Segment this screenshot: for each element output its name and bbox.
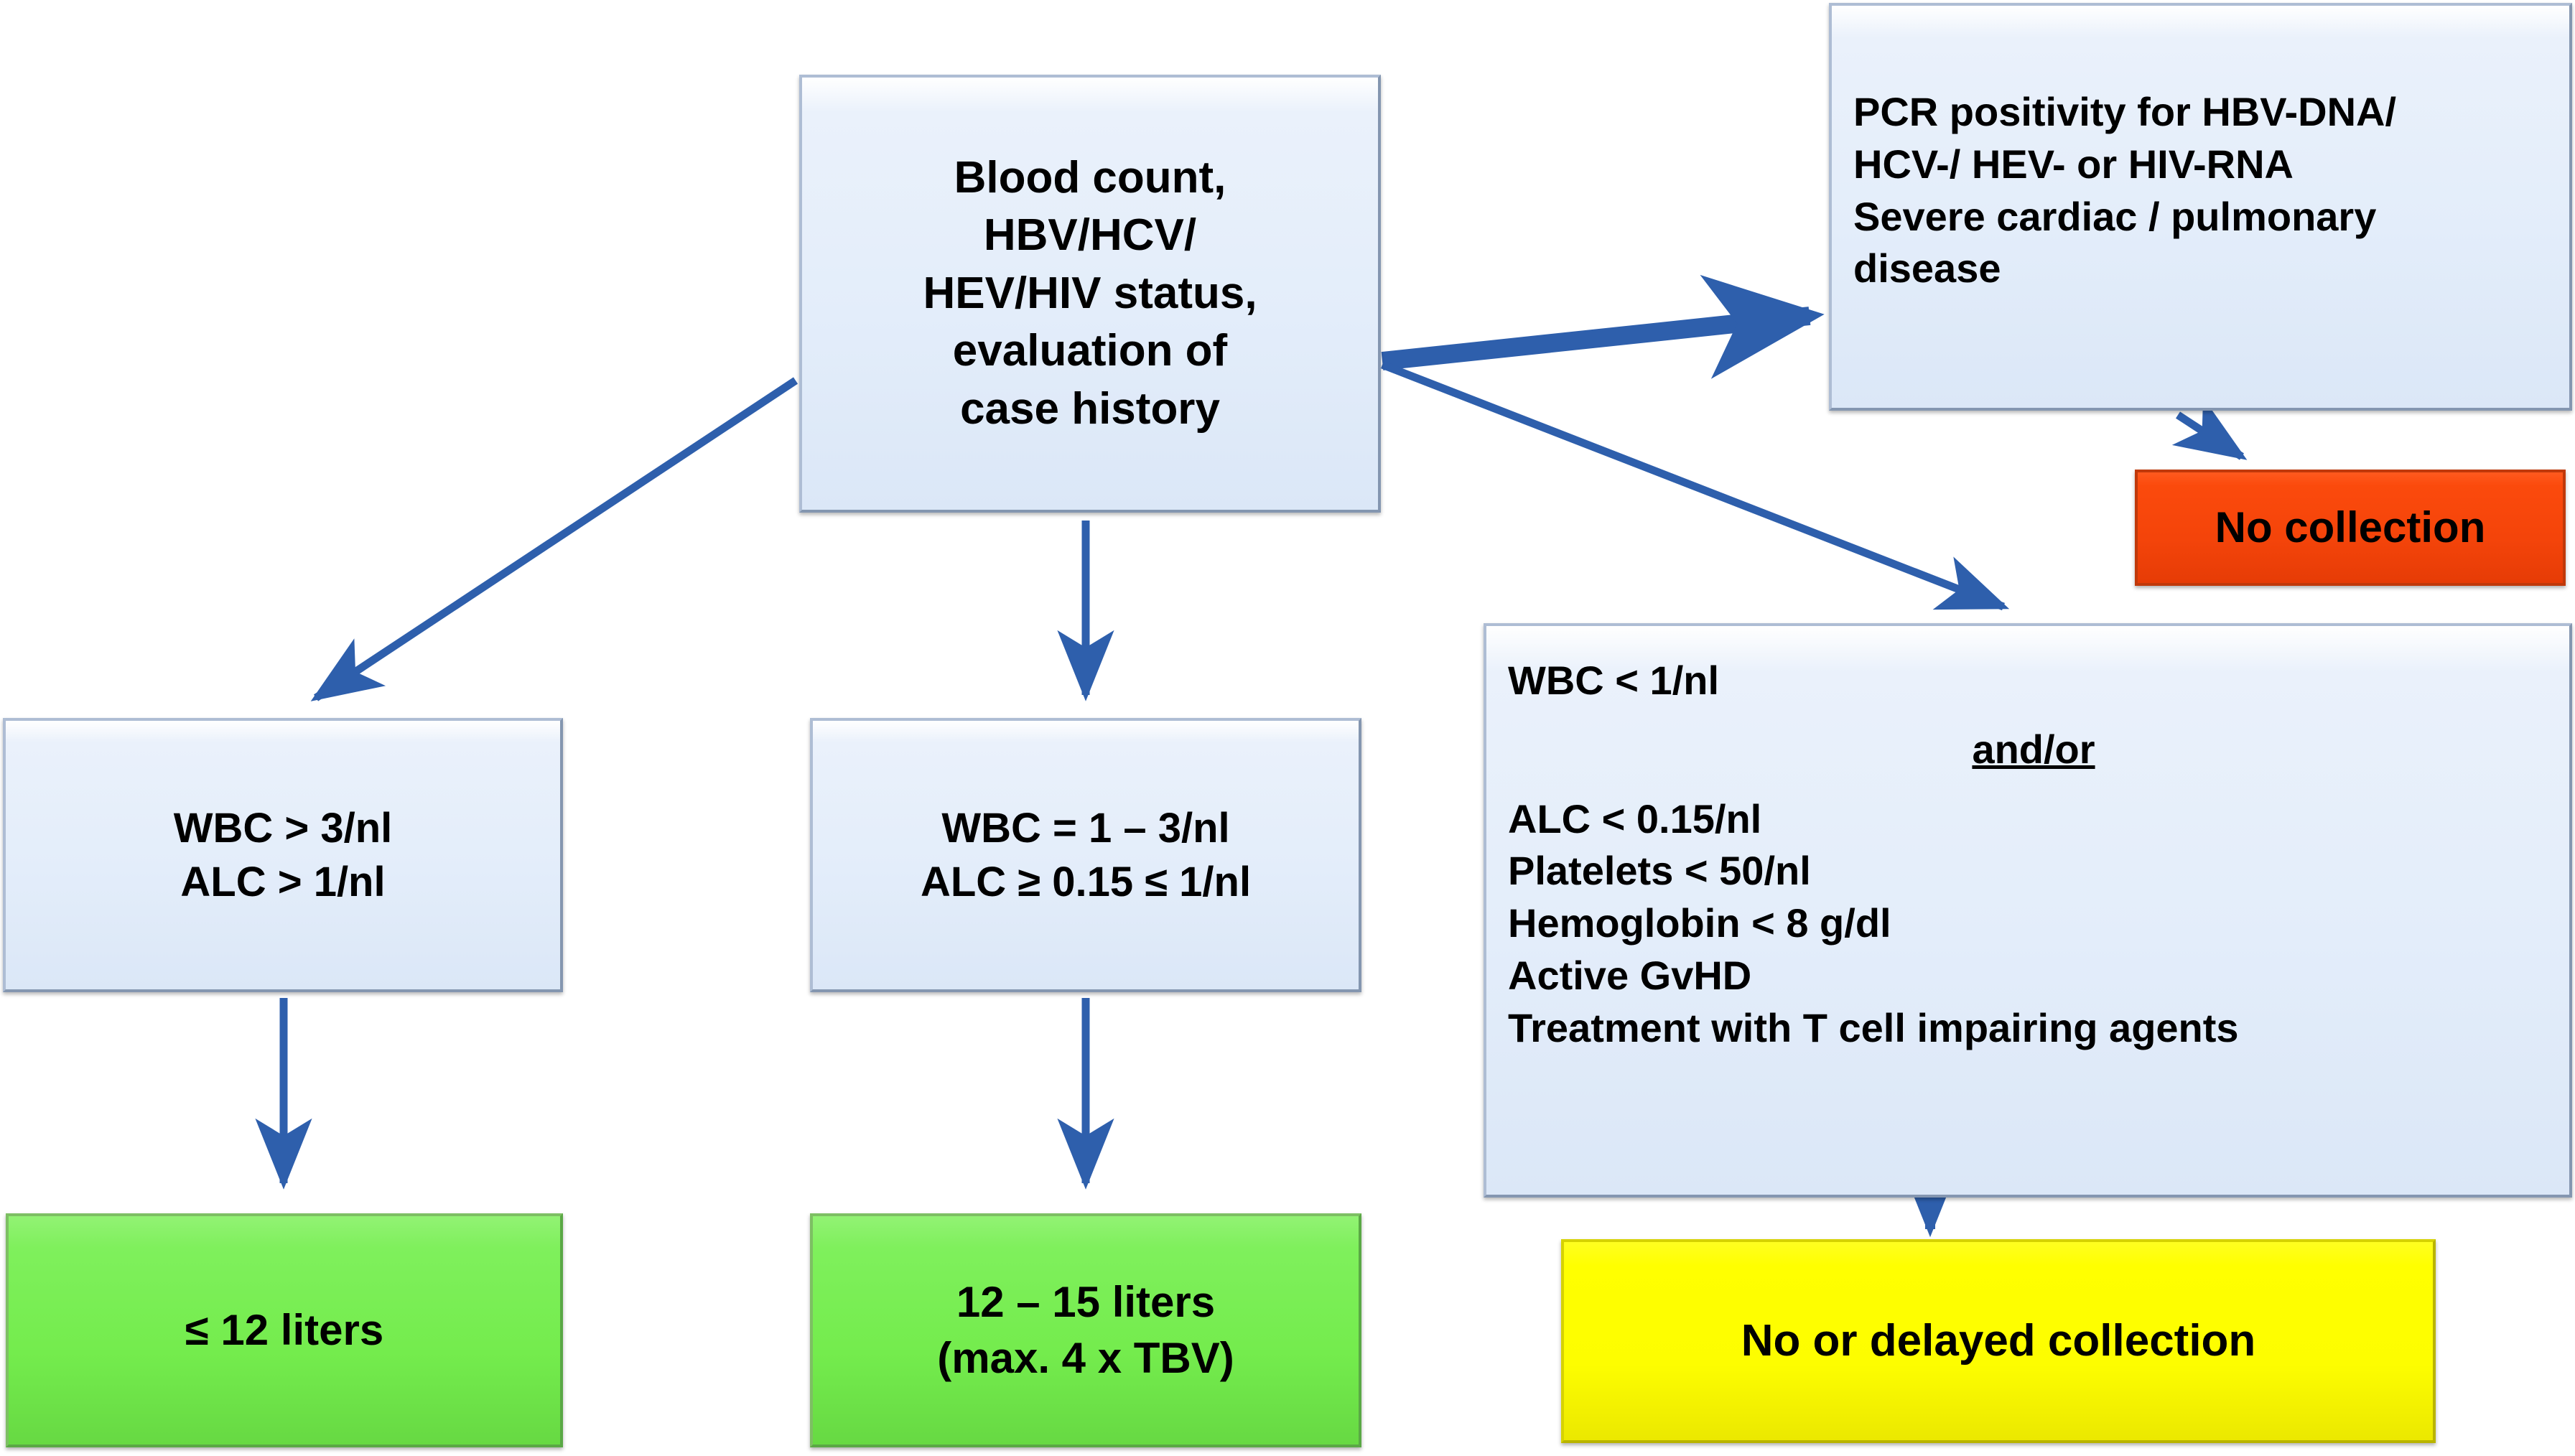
wbc-low-criterion-2: Hemoglobin < 8 g/dl xyxy=(1508,900,1891,946)
wbc-mid-label: WBC = 1 – 3/nl ALC ≥ 0.15 ≤ 1/nl xyxy=(920,804,1252,905)
volume-12-node[interactable]: ≤ 12 liters xyxy=(6,1213,563,1447)
edge-start-to-exclusion xyxy=(1381,274,1825,379)
blood-count-label: Blood count, HBV/HCV/ HEV/HIV status, ev… xyxy=(923,152,1257,434)
pcr-exclusion-label: PCR positivity for HBV-DNA/ HCV-/ HEV- o… xyxy=(1853,89,2397,291)
wbc-low-criterion-3: Active GvHD xyxy=(1508,953,1752,999)
wbc-mid-node[interactable]: WBC = 1 – 3/nl ALC ≥ 0.15 ≤ 1/nl xyxy=(810,718,1361,992)
no-collection-node[interactable]: No collection xyxy=(2135,470,2566,586)
wbc-low-criterion-0: ALC < 0.15/nl xyxy=(1508,795,1762,841)
edge-start-to-wbc-high xyxy=(310,377,798,701)
wbc-high-label: WBC > 3/nl ALC > 1/nl xyxy=(173,804,393,905)
wbc-low-criterion-4: Treatment with T cell impairing agents xyxy=(1508,1004,2239,1050)
volume-12-label: ≤ 12 liters xyxy=(185,1306,384,1354)
wbc-low-node[interactable]: WBC < 1/nl and/or ALC < 0.15/nl Platelet… xyxy=(1484,623,2572,1198)
wbc-low-first-line: WBC < 1/nl xyxy=(1508,658,1720,703)
wbc-low-criterion-1: Platelets < 50/nl xyxy=(1508,848,1811,894)
volume-12-15-node[interactable]: 12 – 15 liters (max. 4 x TBV) xyxy=(810,1213,1361,1447)
no-collection-label: No collection xyxy=(2215,503,2486,551)
no-or-delayed-collection-node[interactable]: No or delayed collection xyxy=(1561,1239,2436,1443)
pcr-exclusion-node[interactable]: PCR positivity for HBV-DNA/ HCV-/ HEV- o… xyxy=(1829,3,2572,411)
blood-count-node[interactable]: Blood count, HBV/HCV/ HEV/HIV status, ev… xyxy=(799,75,1381,513)
volume-12-15-label: 12 – 15 liters (max. 4 x TBV) xyxy=(937,1278,1234,1382)
edge-exclusion-to-no-collection xyxy=(2171,397,2248,460)
wbc-high-node[interactable]: WBC > 3/nl ALC > 1/nl xyxy=(3,718,563,992)
and-or-label: and/or xyxy=(1972,727,2095,773)
no-or-delayed-collection-label: No or delayed collection xyxy=(1741,1315,2256,1366)
